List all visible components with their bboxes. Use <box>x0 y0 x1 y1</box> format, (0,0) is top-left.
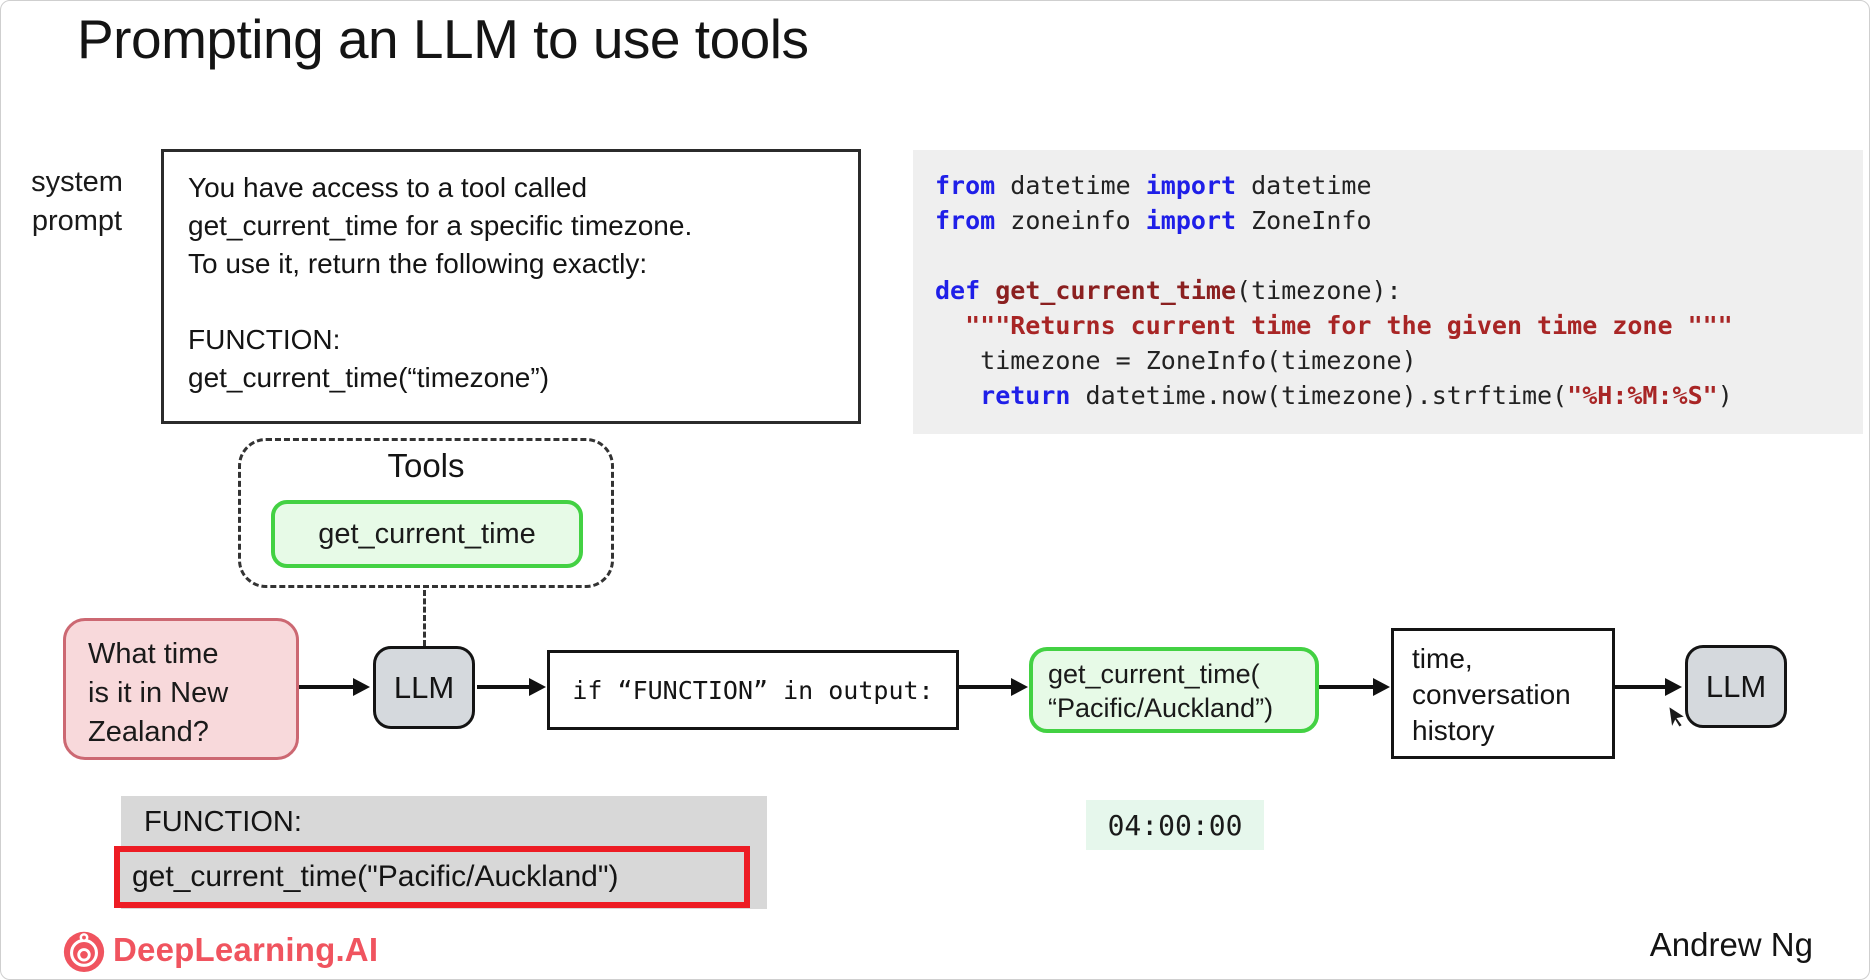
arrow-user-to-llm <box>299 678 370 696</box>
mouse-cursor-icon <box>1667 704 1687 729</box>
tool-chip-get-current-time: get_current_time <box>271 500 583 568</box>
tools-title: Tools <box>387 447 465 484</box>
arrow-llm-to-condition <box>477 678 546 696</box>
llm-box-2: LLM <box>1685 645 1787 728</box>
slide-title: Prompting an LLM to use tools <box>77 8 809 70</box>
author-name: Andrew Ng <box>1649 926 1813 963</box>
function-call-highlight: get_current_time("Pacific/Auckland") <box>114 846 750 908</box>
function-call-text: get_current_time("Pacific/Auckland") <box>132 860 619 893</box>
brand-logo: DeepLearning.AI <box>61 926 378 974</box>
brand-name: DeepLearning.AI <box>113 931 379 968</box>
deeplearning-ai-logo-icon <box>63 931 105 973</box>
tools-to-llm-dashed-connector <box>423 590 426 646</box>
arrow-condition-to-toolcall <box>959 678 1028 696</box>
function-output-header: FUNCTION: <box>144 806 302 838</box>
tool-call-box: get_current_time(“Pacific/Auckland”) <box>1029 647 1319 733</box>
condition-box: if “FUNCTION” in output: <box>547 650 959 730</box>
tool-result-box: 04:00:00 <box>1086 800 1264 850</box>
arrow-history-to-llm2 <box>1615 678 1682 696</box>
llm-box-1: LLM <box>373 646 475 729</box>
arrow-toolcall-to-history <box>1319 678 1390 696</box>
